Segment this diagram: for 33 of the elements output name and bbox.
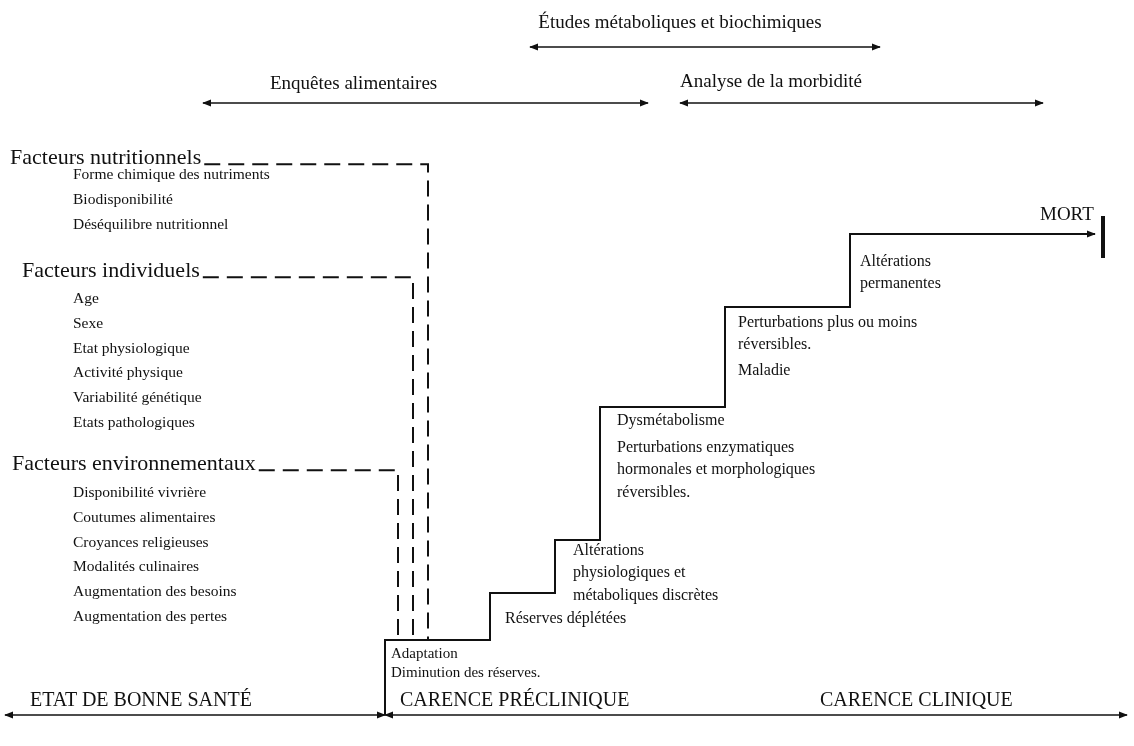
factor-item: Modalités culinaires (73, 556, 201, 577)
factor-item: Variabilité génétique (73, 387, 202, 408)
factor-item: Croyances religieuses (73, 531, 210, 552)
factor-item: Age (73, 288, 100, 308)
end-label: MORT (1040, 204, 1094, 225)
method-label: Enquêtes alimentaires (270, 73, 438, 94)
factor-item: Etats pathologiques (73, 412, 196, 432)
factor-heading: Facteurs environnementaux (12, 451, 256, 476)
factor-item: Augmentation des pertes (73, 606, 229, 626)
stage-label: CARENCE CLINIQUE (820, 688, 1013, 710)
dashed-connector (203, 163, 429, 641)
step-label: Dysmétabolisme (617, 411, 725, 429)
step-label: Diminution des réserves. (390, 662, 542, 682)
step-label: Perturbations plus ou moins réversibles. (738, 312, 919, 355)
factor-item: Disponibilité vivrière (73, 482, 207, 502)
step-label: Réserves déplétées (505, 609, 627, 627)
factor-heading: Facteurs individuels (22, 258, 200, 283)
stage-label: ETAT DE BONNE SANTÉ (30, 688, 252, 710)
step-label: Perturbations enzymatiques hormonales et morphologiques réversibles. (617, 437, 817, 502)
factor-item: Activité physique (73, 362, 184, 383)
method-label: Études métaboliques et biochimiques (538, 12, 822, 33)
factor-item: Biodisponibilité (73, 188, 174, 209)
factor-item: Sexe (73, 312, 105, 333)
factor-item: Augmentation des besoins (73, 581, 237, 602)
method-label: Analyse de la morbidité (680, 71, 863, 92)
factor-item: Etat physiologique (73, 337, 191, 358)
step-label: Altérations permanentes (860, 251, 942, 294)
step-label: Maladie (738, 361, 791, 379)
step-label: Altérations physiologiques et métaboliques discrètes (573, 540, 720, 606)
step-label: Adaptation (390, 644, 459, 663)
stage-label: CARENCE PRÉCLINIQUE (400, 688, 630, 710)
factor-item: Coutumes alimentaires (73, 506, 217, 527)
factor-item: Déséquilibre nutritionnel (73, 213, 230, 234)
